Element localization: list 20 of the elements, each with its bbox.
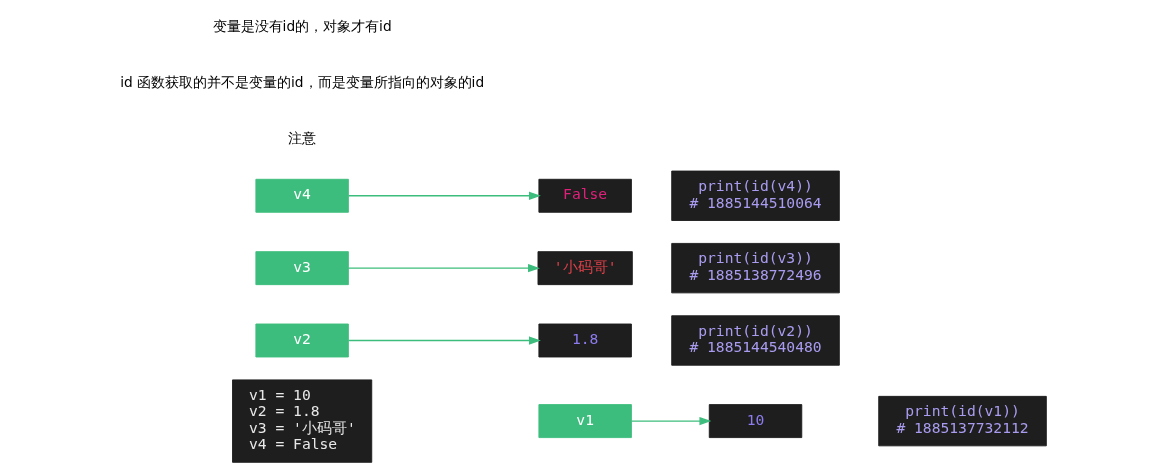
node-box: False (538, 178, 632, 213)
arrow (347, 263, 540, 273)
label: 变量是没有id的，对象才有id (212, 18, 392, 35)
node-box: 10 (708, 404, 803, 439)
node-box: print(id(v2)) # 1885144540480 (671, 315, 840, 366)
node-box: v1 = 10 v2 = 1.8 v3 = '小码哥' v4 = False (232, 379, 373, 463)
label: 注意 (288, 130, 317, 147)
node-box: '小码哥' (537, 251, 633, 286)
node-box: 1.8 (538, 323, 632, 358)
node-box: print(id(v1)) # 1885137732112 (878, 395, 1047, 447)
node-box: print(id(v3)) # 1885138772496 (671, 242, 840, 294)
node-box: v4 (255, 178, 349, 213)
label: id 函数获取的并不是变量的id，而是变量所指向的对象的id (120, 74, 485, 91)
node-box: v3 (255, 251, 349, 286)
node-box: v2 (255, 323, 349, 358)
arrow (347, 336, 541, 345)
arrow (631, 416, 712, 426)
arrow (347, 191, 541, 200)
node-box: print(id(v4)) # 1885144510064 (671, 170, 840, 221)
node-box: v1 (538, 404, 632, 439)
